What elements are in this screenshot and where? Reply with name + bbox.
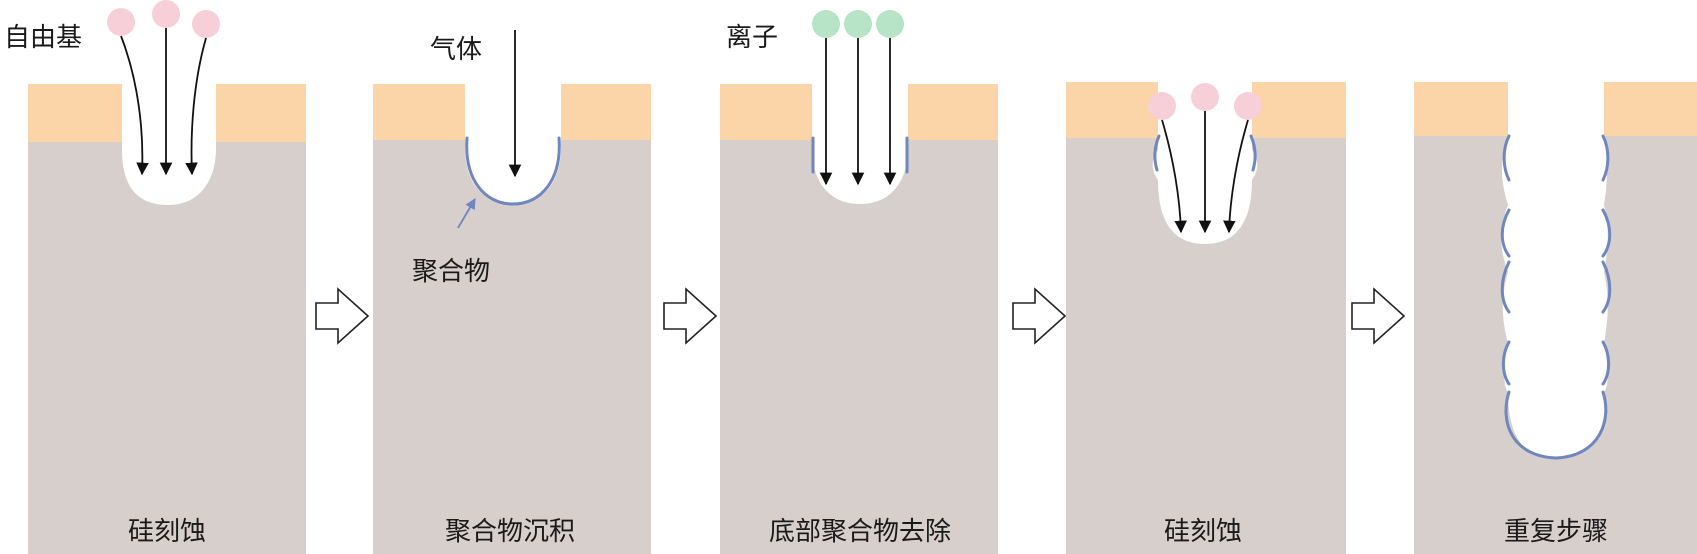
mask-right [561, 84, 651, 140]
polymer-sidewall-right [1249, 134, 1257, 172]
step-caption: 聚合物沉积 [445, 517, 575, 547]
ion-particle [876, 10, 904, 38]
right-hollow-arrow-icon [1012, 287, 1067, 345]
mask-right [1252, 82, 1346, 138]
step-caption: 底部聚合物去除 [769, 517, 951, 547]
right-hollow-arrow-icon [1351, 287, 1406, 345]
panel-3-polymer-removal: 离子 底部聚合物去除 [720, 10, 998, 554]
polymer-pointer-arrow [457, 198, 476, 229]
mask-left [720, 84, 812, 140]
mask-right [1604, 82, 1697, 136]
right-hollow-arrow-icon [663, 287, 718, 345]
panel-1-silicon-etch: 自由基 硅刻蚀 [4, 0, 306, 554]
species-label: 离子 [726, 23, 778, 53]
etched-cavity [465, 84, 561, 204]
panel-2-polymer-deposition: 气体 聚合物 聚合物沉积 [373, 30, 651, 554]
radical-particle [192, 10, 220, 38]
panel-5-repeat-steps: 重复步骤 [1414, 82, 1697, 554]
radical-flux-arrow [120, 35, 149, 176]
radical-particle [1191, 83, 1219, 111]
radical-particle [107, 8, 135, 36]
mask-right [908, 84, 998, 140]
scalloped-polymer-sidewalls [1500, 134, 1612, 460]
panel-4-silicon-etch: 硅刻蚀 [1066, 82, 1346, 554]
mask-left [373, 84, 465, 140]
mask-left [1414, 82, 1508, 136]
etched-cavity [122, 84, 216, 205]
radical-particle [1148, 92, 1176, 120]
polymer-layer [465, 136, 561, 206]
radical-flux-arrow [1161, 119, 1187, 234]
mask-left [28, 84, 122, 142]
mask-right [216, 84, 306, 142]
mask-left [1066, 82, 1158, 138]
step-caption: 重复步骤 [1504, 517, 1608, 547]
species-label: 自由基 [4, 23, 82, 53]
ion-particle [812, 10, 840, 38]
species-label: 气体 [430, 35, 482, 65]
ion-particle [844, 10, 872, 38]
radical-particle [152, 0, 180, 28]
step-caption: 硅刻蚀 [128, 517, 206, 547]
radical-flux-arrow [1223, 119, 1249, 234]
right-hollow-arrow-icon [315, 287, 370, 345]
step-caption: 硅刻蚀 [1164, 517, 1242, 547]
polymer-sidewall-left [1153, 134, 1161, 172]
deep-trench [1501, 82, 1608, 459]
radical-particle [1234, 92, 1262, 120]
polymer-annotation: 聚合物 [412, 257, 490, 287]
radical-flux-arrow [185, 37, 207, 176]
